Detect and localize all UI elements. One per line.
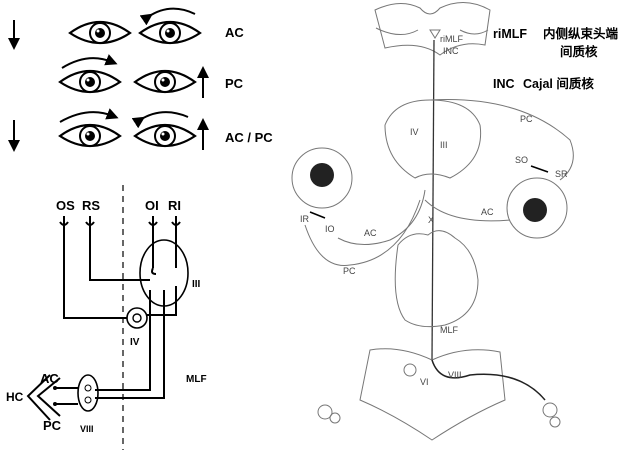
brainstem-anatomy: riMLF INC IV III PC IR IO SO SR AC AC PC…	[291, 2, 574, 441]
legend: riMLF 内侧纵束头端 间质核 INC Cajal 间质核	[493, 26, 619, 91]
row-label: AC / PC	[225, 130, 273, 145]
ac-label: AC	[40, 371, 59, 386]
pc-left-label: PC	[343, 266, 356, 276]
left-pupil	[310, 163, 334, 187]
inc-label: INC	[443, 46, 459, 56]
rotation-arrow-icon	[59, 108, 119, 123]
muscle-os: OS	[56, 198, 75, 213]
right-eye-icon	[138, 20, 202, 45]
row-label: AC	[225, 25, 244, 40]
io-label: IO	[325, 224, 335, 234]
left-eye-icon	[58, 123, 122, 148]
viii-label: VIII	[80, 424, 94, 434]
x-label: X	[428, 215, 434, 225]
muscle-oi: OI	[145, 198, 159, 213]
nucleus-iv	[126, 307, 148, 329]
muscle-rs: RS	[82, 198, 100, 213]
rotation-arrow-icon	[61, 54, 118, 69]
iv-label: IV	[410, 127, 419, 137]
legend-rimlf-desc: 内侧纵束头端	[543, 26, 619, 41]
pc-top-label: PC	[520, 114, 533, 124]
eye-row-ac: AC	[8, 7, 244, 50]
eye-row-pc: PC	[58, 54, 244, 98]
cerebellum-section	[394, 230, 479, 328]
right-eye-icon	[133, 123, 197, 148]
row-label: PC	[225, 76, 244, 91]
nucleus-iii-label: III	[192, 279, 201, 290]
right-eyeball	[506, 177, 568, 239]
muscle-ri: RI	[168, 198, 181, 213]
rotation-arrow-icon	[131, 111, 189, 129]
legend-rimlf-desc-2: 间质核	[560, 44, 598, 59]
medulla-section	[359, 348, 506, 441]
left-eye-icon	[58, 69, 122, 94]
right-eye-icon	[133, 69, 197, 94]
mlf-anatomy-label: MLF	[440, 325, 459, 335]
right-pupil	[523, 198, 547, 222]
sr-label: SR	[555, 169, 568, 179]
left-eye-icon	[68, 20, 132, 45]
so-label: SO	[515, 155, 528, 165]
eye-row-ac-pc: AC / PC	[8, 108, 273, 152]
left-inner-ear-icon	[317, 404, 341, 424]
rotation-arrow-icon	[139, 7, 196, 26]
ir-label: IR	[300, 214, 310, 224]
iii-label: III	[440, 140, 448, 150]
mlf-label: MLF	[186, 374, 207, 385]
semicircular-canals-icon	[26, 374, 61, 421]
left-eyeball	[291, 147, 353, 209]
circuit-diagram: OS RS OI RI III IV MLF VIII AC PC	[6, 185, 207, 450]
right-inner-ear-icon	[542, 402, 561, 428]
nucleus-iv-label: IV	[130, 337, 140, 348]
hc-label: HC	[6, 390, 24, 404]
ac-right-label: AC	[481, 207, 494, 217]
rimlf-label: riMLF	[440, 34, 463, 44]
nucleus-viii	[77, 374, 99, 412]
vi-label: VI	[420, 377, 429, 387]
legend-inc-desc: Cajal 间质核	[523, 76, 594, 91]
pc-label: PC	[43, 418, 62, 433]
midbrain-section	[374, 2, 491, 56]
legend-rimlf-term: riMLF	[493, 27, 527, 41]
legend-inc-term: INC	[493, 77, 515, 91]
viii-anatomy-label: VIII	[448, 370, 462, 380]
ac-left-label: AC	[364, 228, 377, 238]
pons-section	[384, 99, 482, 179]
